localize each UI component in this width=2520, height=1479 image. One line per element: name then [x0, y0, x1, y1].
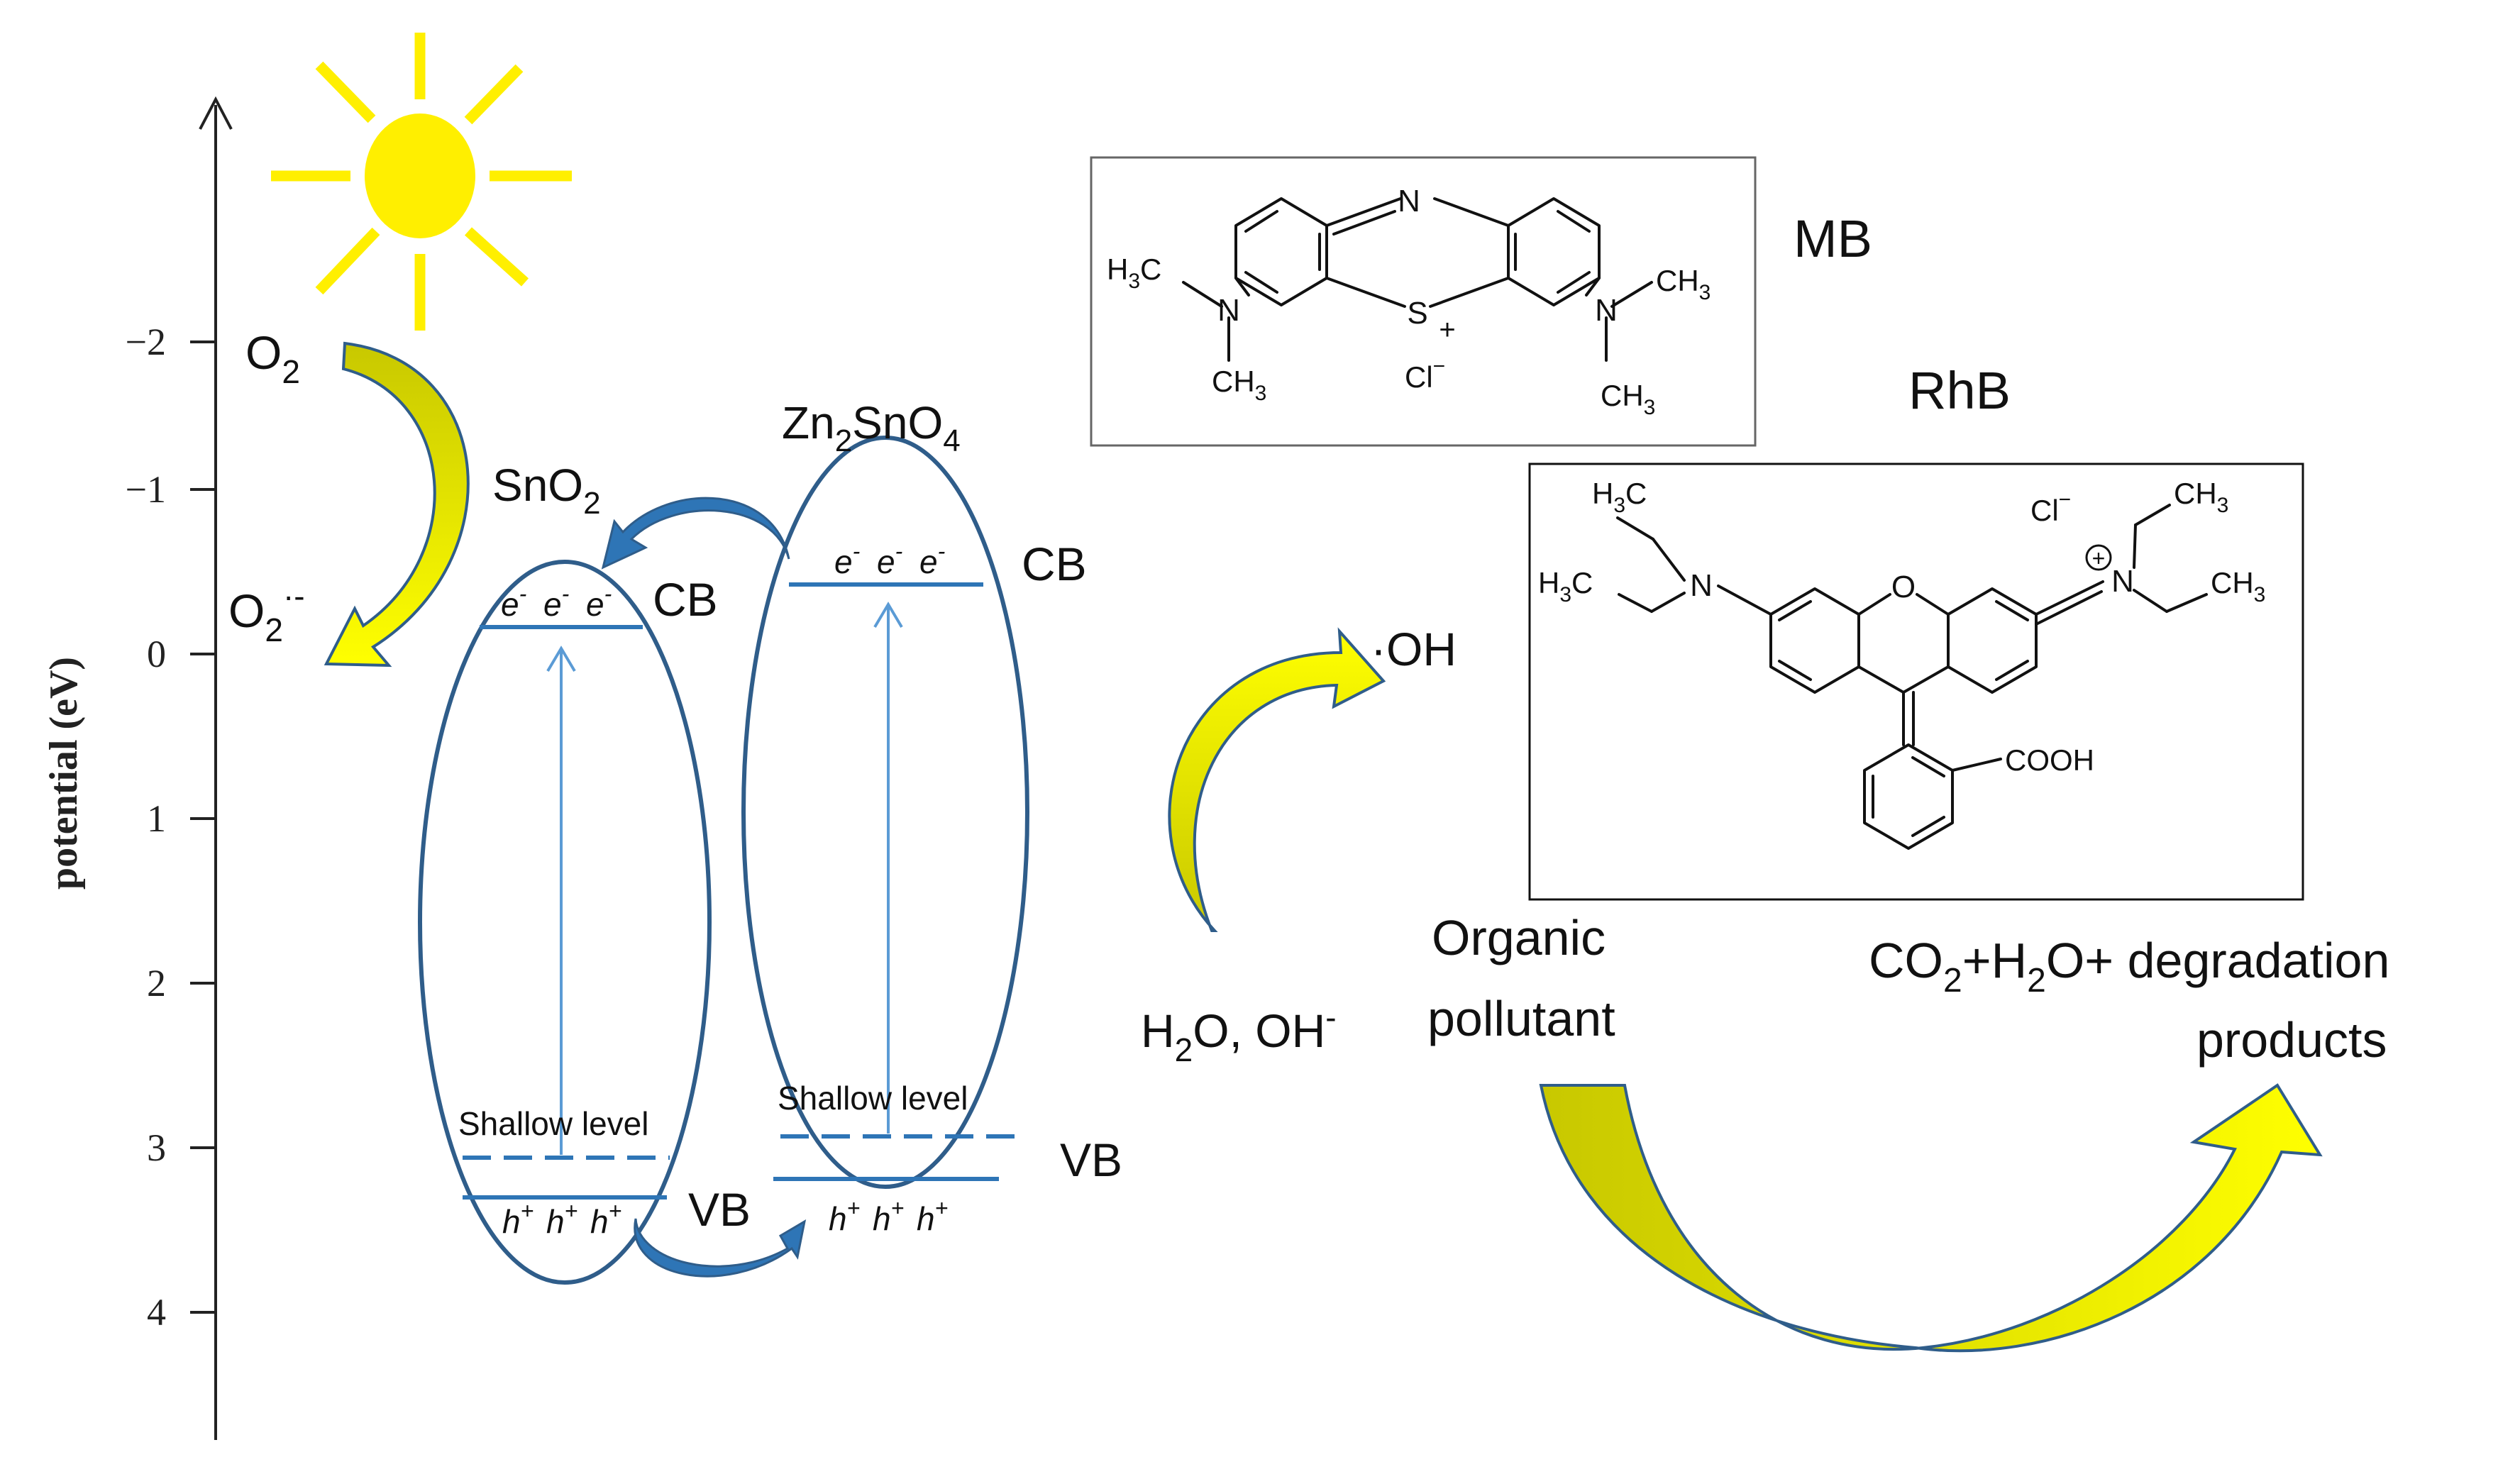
products-line2: products — [2196, 1012, 2387, 1068]
electron-symbol: e- — [543, 581, 569, 623]
zn2sno4-band — [741, 436, 1029, 1189]
axis-tick-label: 2 — [147, 962, 166, 1004]
rhb-h3c-bottom: H3C — [1538, 566, 1593, 606]
electron-symbol: e- — [501, 581, 526, 623]
zn2sno4-label: Zn2SnO4 — [782, 397, 961, 458]
rhb-n-right: N — [2111, 564, 2134, 599]
shallow-level-right: Shallow level — [778, 1080, 968, 1117]
products-line1: CO2+H2O+ degradation — [1869, 933, 2389, 999]
rhb-n-left: N — [1690, 568, 1713, 603]
mb-n-top: N — [1398, 184, 1420, 218]
mb-ch3-right: CH3 — [1656, 264, 1711, 304]
hydroxyl-formation-arrow — [1168, 627, 1386, 932]
sno2-label: SnO2 — [492, 460, 601, 521]
rhb-chloride: Cl− — [2030, 488, 2071, 527]
hole-symbol: h+ — [546, 1198, 578, 1240]
axis-tick-label: −1 — [126, 468, 166, 511]
hole-symbol: h+ — [502, 1198, 534, 1240]
svg-text:+: + — [2092, 545, 2106, 571]
degradation-arrow — [1539, 1083, 2323, 1353]
axis-tick-label: 3 — [147, 1126, 166, 1169]
cb-left-label: CB — [653, 573, 718, 626]
pollutant-line2: pollutant — [1427, 991, 1615, 1046]
rhb-h3c-top: H3C — [1592, 477, 1647, 517]
electron-symbol: e- — [919, 538, 945, 580]
shallow-level-left: Shallow level — [458, 1105, 648, 1142]
axis-tick-label: 1 — [147, 797, 166, 840]
mb-ch3-bottom: CH3 — [1601, 379, 1655, 419]
superoxide-label: O2·- — [228, 577, 305, 648]
mb-structure — [1182, 197, 1653, 362]
hydroxyl-radical-label: ·OH — [1371, 623, 1457, 675]
potential-axis: −2 −1 0 1 2 3 4 potential (eV) — [42, 96, 233, 1440]
axis-tick-label: −2 — [126, 321, 166, 363]
vb-center-label: VB — [688, 1183, 751, 1236]
mb-n-left: N — [1217, 293, 1240, 328]
mb-structure-box — [1090, 156, 1757, 447]
rhb-cooh: COOH — [2005, 743, 2094, 777]
axis-ticks: −2 −1 0 1 2 3 4 — [126, 321, 216, 1334]
pollutant-line1: Organic — [1432, 910, 1606, 965]
hole-symbol: h+ — [917, 1195, 948, 1237]
rhb-charge-circle: + — [2085, 544, 2112, 571]
mb-sulfur: S — [1407, 296, 1427, 331]
hole-symbol: h+ — [829, 1195, 860, 1237]
electron-symbol: e- — [877, 538, 902, 580]
rhb-structure-box — [1528, 462, 2304, 901]
hole-symbol: h+ — [590, 1198, 621, 1240]
rhb-name: RhB — [1908, 361, 2011, 420]
hole-symbol: h+ — [873, 1195, 904, 1237]
electron-symbol: e- — [586, 581, 612, 623]
axis-tick-label: 0 — [147, 633, 166, 675]
rhb-ch3-bottom: CH3 — [2211, 566, 2265, 606]
rhb-oxygen: O — [1891, 570, 1916, 604]
electron-transfer-arrow — [601, 497, 790, 570]
rhb-structure — [1616, 504, 2208, 850]
mb-ch3-left: CH3 — [1212, 365, 1266, 405]
cb-right-label: CB — [1022, 538, 1087, 590]
o2-label: O2 — [245, 326, 300, 390]
axis-tick-label: 4 — [147, 1291, 166, 1334]
sno2-band — [418, 560, 712, 1285]
mb-chloride: Cl− — [1405, 355, 1445, 394]
vb-right-label: VB — [1060, 1134, 1122, 1186]
electron-symbol: e- — [834, 538, 860, 580]
mb-n-right: N — [1595, 293, 1618, 328]
mb-h3c-left: H3C — [1107, 253, 1161, 293]
sun-icon — [271, 33, 572, 331]
mb-sulfur-charge: + — [1439, 314, 1455, 345]
water-hydroxide-label: H2O, OH- — [1141, 999, 1337, 1068]
hole-transfer-arrow — [634, 1218, 807, 1278]
mb-name: MB — [1794, 209, 1872, 268]
rhb-ch3-top: CH3 — [2174, 477, 2228, 517]
axis-label: potential (eV) — [42, 657, 86, 890]
oxygen-reduction-arrow — [324, 341, 470, 668]
charge-carriers: e-e-e-e-e-e-h+ h+ h+ h+ h+ h+ — [501, 538, 948, 1240]
